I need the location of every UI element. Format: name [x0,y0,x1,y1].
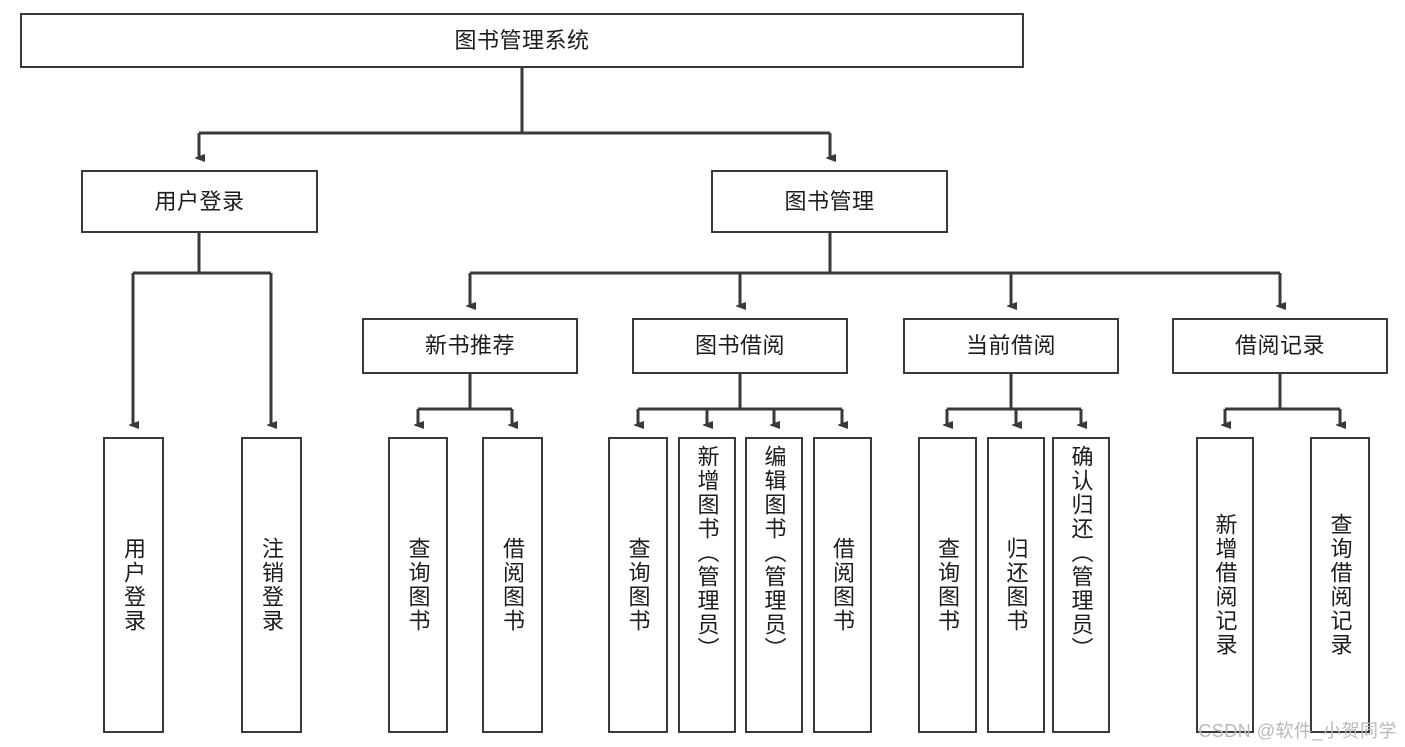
node-user-login[interactable]: 用户登录 [81,170,318,233]
node-label: 确认归还（管理员） [1068,445,1094,661]
node-label: 借阅图书 [830,537,856,633]
node-label: 归还图书 [1003,537,1029,633]
node-label: 图书借阅 [694,333,785,359]
node-label: 新增借阅记录 [1212,513,1238,657]
node-label: 查询图书 [935,537,961,633]
node-label: 借阅记录 [1234,333,1325,359]
node-leaf-return-book[interactable]: 归还图书 [987,437,1045,733]
node-label: 图书管理 [784,188,875,214]
node-label: 查询图书 [405,537,431,633]
node-leaf-query-borrow-record[interactable]: 查询借阅记录 [1310,437,1370,733]
node-label: 新增图书（管理员） [694,445,720,661]
node-new-book-recommend[interactable]: 新书推荐 [362,318,578,374]
node-label: 注销登录 [259,537,285,633]
node-leaf-query-book-recommend[interactable]: 查询图书 [388,437,448,733]
csdn-watermark: CSDN @软件_小贺同学 [1198,721,1397,741]
node-label: 借阅图书 [500,537,526,633]
node-label: 图书管理系统 [454,27,590,53]
node-label: 新书推荐 [424,333,515,359]
node-borrow-record[interactable]: 借阅记录 [1172,318,1388,374]
node-leaf-user-login[interactable]: 用户登录 [103,437,164,733]
node-leaf-query-book-borrow[interactable]: 查询图书 [608,437,668,733]
node-label: 编辑图书（管理员） [761,445,787,661]
node-label: 用户登录 [121,537,147,633]
node-leaf-add-book-admin[interactable]: 新增图书（管理员） [678,437,736,733]
node-label: 当前借阅 [965,333,1056,359]
node-label: 查询借阅记录 [1327,513,1353,657]
node-leaf-add-borrow-record[interactable]: 新增借阅记录 [1196,437,1254,733]
node-leaf-edit-book-admin[interactable]: 编辑图书（管理员） [745,437,803,733]
node-label: 用户登录 [154,188,245,214]
node-leaf-query-book-current[interactable]: 查询图书 [918,437,977,733]
node-book-borrow[interactable]: 图书借阅 [632,318,848,374]
node-leaf-confirm-return-admin[interactable]: 确认归还（管理员） [1052,437,1110,733]
node-leaf-borrow-book[interactable]: 借阅图书 [813,437,872,733]
node-root-book-management-system[interactable]: 图书管理系统 [20,13,1024,68]
node-leaf-borrow-book-recommend[interactable]: 借阅图书 [482,437,543,733]
node-label: 查询图书 [625,537,651,633]
node-leaf-user-logout[interactable]: 注销登录 [241,437,302,733]
node-current-borrow[interactable]: 当前借阅 [903,318,1119,374]
node-book-management[interactable]: 图书管理 [711,170,948,233]
